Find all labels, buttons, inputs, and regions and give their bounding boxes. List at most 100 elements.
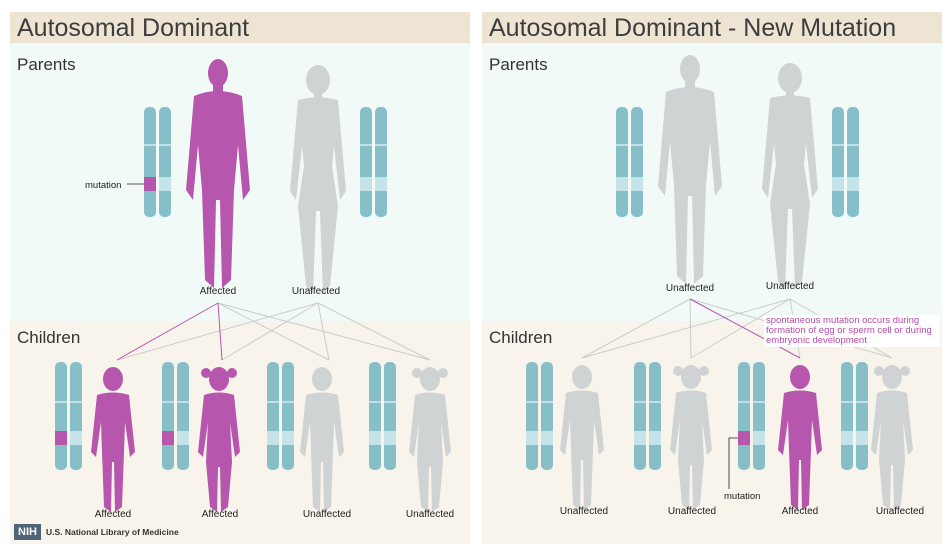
panel-title: Autosomal Dominant - New Mutation [489, 14, 897, 42]
child-status-label: Affected [94, 509, 132, 520]
inheritance-line [690, 298, 791, 359]
chromosome [541, 362, 553, 470]
chromosome-pair [526, 362, 553, 470]
child-status-label: Affected [781, 506, 819, 517]
child-status-label: Unaffected [559, 506, 609, 517]
mutation-label: mutation [85, 180, 122, 191]
chromosome-band [144, 177, 156, 191]
chromosome [55, 362, 67, 470]
chromosome [267, 362, 279, 470]
chromosome-band [375, 177, 387, 191]
panel-new-mutation: Autosomal Dominant - New Mutation Parent… [482, 12, 942, 544]
parent-status-label: Unaffected [665, 283, 715, 294]
chromosome [162, 362, 174, 470]
chromosome-band [541, 431, 553, 445]
chromosome-band [55, 431, 67, 445]
chromosome [282, 362, 294, 470]
chromosome [144, 107, 156, 217]
inheritance-line [317, 302, 330, 361]
girl-figure [871, 365, 913, 510]
panel-title-bar: Autosomal Dominant - New Mutation [482, 12, 942, 43]
child-status-label: Unaffected [667, 506, 717, 517]
chromosome [856, 362, 868, 470]
inheritance-line [221, 302, 319, 361]
chromosome-pair [832, 107, 859, 217]
inheritance-lines [116, 302, 431, 361]
chromosome [841, 362, 853, 470]
parent-status-label: Unaffected [291, 286, 341, 297]
panel-title: Autosomal Dominant [17, 14, 250, 42]
chromosome [360, 107, 372, 217]
female-parent-figure [290, 65, 346, 294]
chromosome-band [384, 431, 396, 445]
chromosome [738, 362, 750, 470]
chromosome [375, 107, 387, 217]
chromosome-band [832, 177, 844, 191]
parents-label: Parents [17, 55, 76, 74]
chromosome-pair [55, 362, 82, 470]
chromosome-band [177, 431, 189, 445]
panel-autosomal-dominant: Autosomal Dominant Parents Children [10, 12, 470, 544]
inheritance-line [116, 302, 319, 361]
spontaneous-mutation-note: spontaneous mutation occurs during forma… [764, 315, 940, 347]
chromosome [634, 362, 646, 470]
chromosome-pair [616, 107, 643, 217]
chromosome-band [856, 431, 868, 445]
girl-figure [409, 367, 451, 512]
chromosome-band [70, 431, 82, 445]
male-parent-figure [658, 55, 722, 284]
inheritance-line [689, 298, 692, 359]
inheritance-line-affected [217, 302, 223, 361]
chromosome-band [649, 431, 661, 445]
children-label: Children [489, 328, 553, 347]
chromosome-band [267, 431, 279, 445]
chromosome-band [159, 177, 171, 191]
nih-logo-text: U.S. National Library of Medicine [45, 527, 179, 537]
inheritance-line-new-mutation [689, 298, 801, 359]
boy-figure [91, 367, 135, 512]
chromosome-band [162, 431, 174, 445]
parents-section [482, 43, 942, 321]
mutation-pointer [728, 437, 738, 489]
girl-figure [198, 367, 240, 512]
parents-label: Parents [489, 55, 548, 74]
boy-figure [300, 367, 344, 512]
inheritance-line [217, 302, 330, 361]
child-status-label: Affected [201, 509, 239, 520]
inheritance-line [317, 302, 431, 361]
mutation-label: mutation [724, 491, 761, 502]
chromosome-pair [162, 362, 189, 470]
chromosome-band [841, 431, 853, 445]
male-parent-figure [186, 59, 250, 288]
child-status-label: Unaffected [405, 509, 455, 520]
chromosome-band [634, 431, 646, 445]
chromosome [753, 362, 765, 470]
chromosome [369, 362, 381, 470]
chromosome-band [360, 177, 372, 191]
chromosome [159, 107, 171, 217]
chromosome-pair [841, 362, 868, 470]
girl-figure [670, 365, 712, 510]
inheritance-line [581, 298, 791, 359]
left-diagram [55, 59, 451, 512]
chromosome-band [738, 431, 750, 445]
nih-logo: NIH U.S. National Library of Medicine [14, 523, 179, 541]
children-label: Children [17, 328, 81, 347]
parent-status-label: Affected [199, 286, 237, 297]
chromosome-band [616, 177, 628, 191]
child-status-label: Unaffected [875, 506, 925, 517]
chromosome-pair [634, 362, 661, 470]
inheritance-line [581, 298, 691, 359]
chromosome-band [631, 177, 643, 191]
nih-badge: NIH [14, 524, 41, 540]
chromosome-pair [369, 362, 396, 470]
chromosome [526, 362, 538, 470]
panel-title-bar: Autosomal Dominant [10, 12, 470, 43]
chromosome [847, 107, 859, 217]
chromosome-band [526, 431, 538, 445]
chromosome [384, 362, 396, 470]
boy-figure [778, 365, 822, 510]
inheritance-line-affected [116, 302, 219, 361]
chromosome-pair [144, 107, 171, 217]
chromosome-pair [267, 362, 294, 470]
